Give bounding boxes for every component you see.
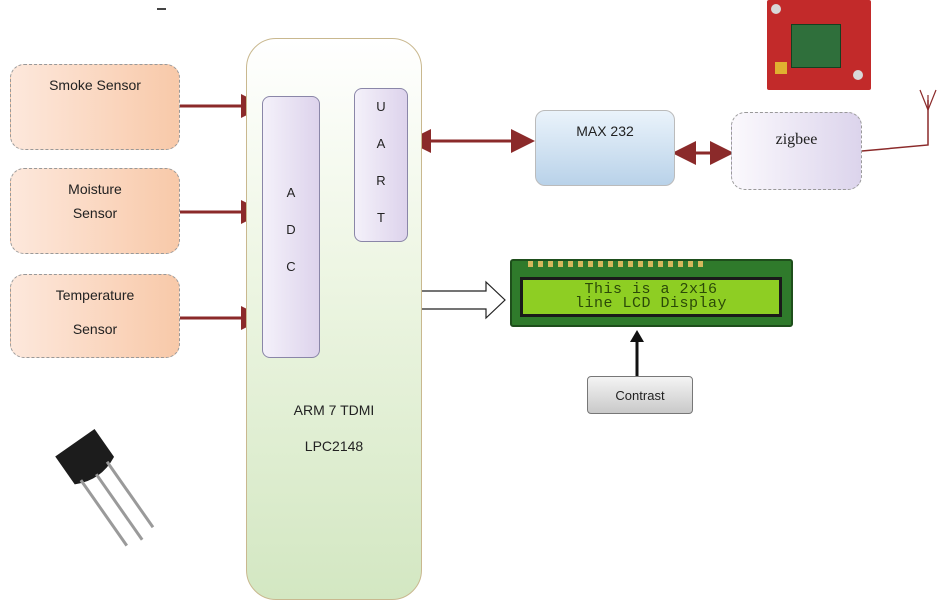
- antenna-wire: [861, 100, 929, 152]
- temperature-sensor-box: Temperature Sensor: [10, 274, 180, 358]
- uart-letter-u: U: [376, 99, 386, 114]
- lcd-line1: This is a 2x16: [584, 281, 718, 298]
- antenna-icon: [919, 89, 937, 112]
- adc-letter-d: D: [286, 222, 296, 237]
- uart-letter-t: T: [377, 210, 385, 225]
- lcd-line2: line LCD Display: [574, 295, 728, 312]
- adc-letter-c: C: [286, 259, 296, 274]
- smoke-sensor-box: Smoke Sensor: [10, 64, 180, 150]
- adc-block: A D C: [262, 96, 320, 358]
- max232-block: MAX 232: [535, 110, 675, 186]
- zigbee-module-photo: [767, 0, 871, 90]
- mcu-label: ARM 7 TDMI LPC2148: [246, 402, 422, 454]
- mcu-to-lcd-arrow: [419, 280, 506, 320]
- moisture-sensor-label-line2: Sensor: [72, 205, 118, 221]
- temperature-sensor-photo: [55, 428, 155, 547]
- contrast-label: Contrast: [615, 387, 665, 403]
- contrast-block: Contrast: [587, 376, 693, 414]
- moisture-sensor-label-line1: Moisture: [68, 181, 122, 197]
- temperature-sensor-label-line2: Sensor: [72, 321, 118, 337]
- adc-letter-a: A: [286, 185, 296, 200]
- uart-letter-r: R: [376, 173, 386, 188]
- zigbee-label: zigbee: [775, 131, 818, 148]
- lcd-pins: [528, 261, 708, 267]
- temperature-sensor-label-line1: Temperature: [55, 287, 135, 303]
- mcu-label-line1: ARM 7 TDMI: [293, 402, 375, 418]
- uart-letter-a: A: [376, 136, 386, 151]
- moisture-sensor-box: Moisture Sensor: [10, 168, 180, 254]
- uart-block: U A R T: [354, 88, 408, 242]
- lcd-screen: This is a 2x16 line LCD Display: [520, 277, 782, 317]
- mcu-label-line2: LPC2148: [304, 438, 364, 454]
- zigbee-block: zigbee: [731, 112, 862, 190]
- max232-label: MAX 232: [576, 123, 634, 139]
- stray-mark: [157, 8, 166, 10]
- smoke-sensor-label: Smoke Sensor: [49, 77, 141, 93]
